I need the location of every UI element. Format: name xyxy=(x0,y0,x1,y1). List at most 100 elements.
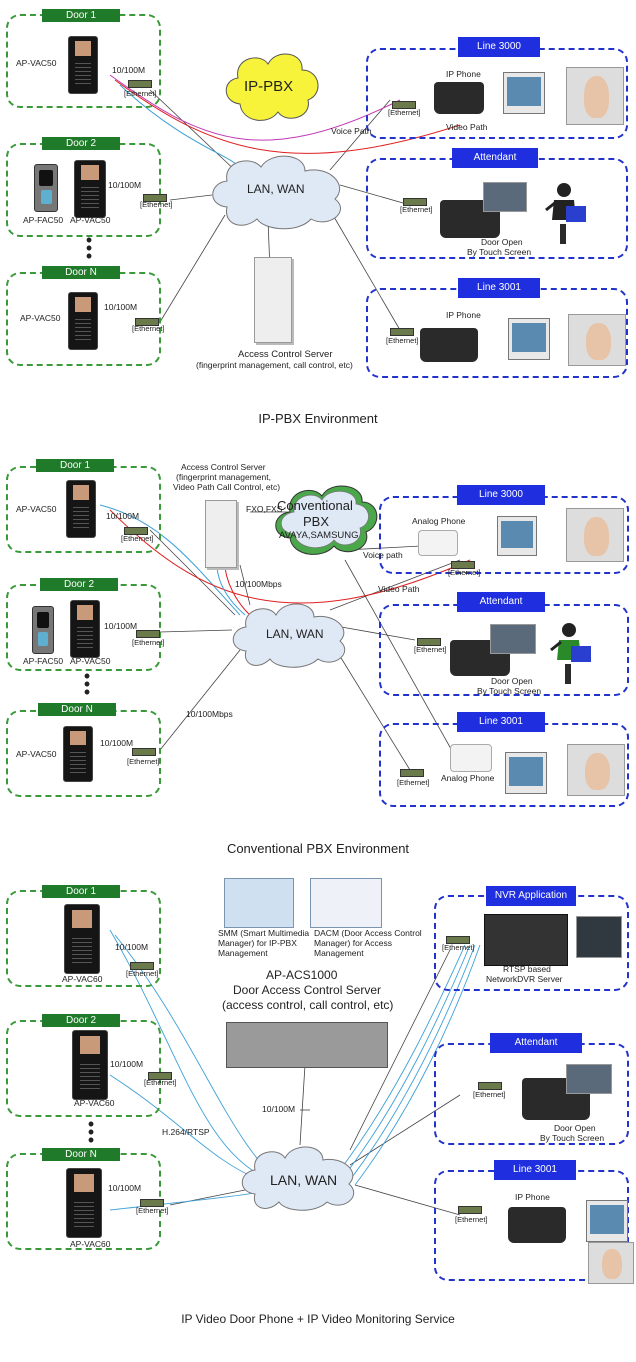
ethernet-label: [Ethernet] xyxy=(144,1078,177,1087)
ethernet-label: [Ethernet] xyxy=(473,1090,506,1099)
ip-phone-icon xyxy=(508,1207,566,1243)
attendant-person-icon xyxy=(540,180,590,248)
ethernet-label: [Ethernet] xyxy=(121,534,154,543)
fingerprint-reader xyxy=(32,606,54,654)
video-path-label: Video Path xyxy=(378,584,420,594)
ethernet-switch-icon xyxy=(128,80,152,88)
video-path-label: Video Path xyxy=(446,122,488,132)
ethernet-switch-icon xyxy=(478,1082,502,1090)
nvr-label-2: NetworkDVR Server xyxy=(486,974,563,984)
ethernet-label: [Ethernet] xyxy=(414,645,447,654)
video-screen xyxy=(568,314,626,366)
dacm-label-3: Management xyxy=(314,948,364,958)
ethernet-switch-icon xyxy=(135,318,159,326)
nvr-monitor xyxy=(576,916,622,958)
voice-path-label: Voice path xyxy=(363,550,403,560)
nvr-label-1: RTSP based xyxy=(503,964,551,974)
device-label: AP-VAC60 xyxy=(62,974,103,984)
video-screen xyxy=(566,67,624,125)
analog-phone-label: Analog Phone xyxy=(441,773,495,783)
smm-label-3: Management xyxy=(218,948,268,958)
access-terminal xyxy=(74,160,106,218)
h264-label: H.264/RTSP xyxy=(162,1127,210,1137)
section2-title: Conventional PBX Environment xyxy=(226,841,410,856)
ethernet-label: [Ethernet] xyxy=(136,1206,169,1215)
ethernet-label: [Ethernet] xyxy=(442,943,475,952)
device-label: AP-VAC50 xyxy=(16,58,57,68)
lan-wan-label: LAN, WAN xyxy=(270,1172,338,1188)
speed-label: 10/100M xyxy=(100,738,134,748)
access-control-server xyxy=(254,257,292,343)
ethernet-label: [Ethernet] xyxy=(124,89,157,98)
section1-title: IP-PBX Environment xyxy=(258,411,378,426)
speed-label: 10/100M xyxy=(108,180,142,190)
ethernet-switch-icon xyxy=(390,328,414,336)
ethernet-label: [Ethernet] xyxy=(388,108,421,117)
more-doors-dots: ••• xyxy=(83,666,91,702)
pc-icon xyxy=(497,516,537,556)
mbps-label-2: 10/100Mbps xyxy=(186,709,233,719)
touch-screen-label: By Touch Screen xyxy=(477,686,542,696)
ip-phone-icon xyxy=(434,82,484,114)
device-label: AP-VAC50 xyxy=(20,313,61,323)
line3000-tag: Line 3000 xyxy=(457,485,545,505)
video-screen xyxy=(566,508,624,562)
attendant-tag: Attendant xyxy=(490,1033,582,1053)
ethernet-switch-icon xyxy=(446,936,470,944)
ethernet-switch-icon xyxy=(148,1072,172,1080)
device-label: AP-VAC50 xyxy=(16,749,57,759)
analog-phone-label: Analog Phone xyxy=(412,516,466,526)
smm-label-2: Manager) for IP-PBX xyxy=(218,938,297,948)
door1-tag: Door 1 xyxy=(36,459,114,472)
ethernet-switch-icon xyxy=(400,769,424,777)
pbx-label-1: Conventional xyxy=(277,498,353,513)
ethernet-switch-icon xyxy=(140,1199,164,1207)
doorN-tag: Door N xyxy=(42,1148,120,1161)
ip-phone-label: IP Phone xyxy=(446,69,481,79)
ethernet-switch-icon xyxy=(132,748,156,756)
ethernet-switch-icon xyxy=(130,962,154,970)
ethernet-label: [Ethernet] xyxy=(127,757,160,766)
ethernet-label: [Ethernet] xyxy=(132,638,165,647)
acs-desc: Door Access Control Server xyxy=(233,983,382,997)
door2-tag: Door 2 xyxy=(40,578,118,591)
attendant-tag: Attendant xyxy=(457,592,545,612)
fac-label: AP-FAC50 xyxy=(23,656,64,666)
line3001-tag: Line 3001 xyxy=(457,712,545,732)
speed-label: 10/100M xyxy=(104,302,138,312)
door-open-label: Door Open xyxy=(481,237,523,247)
ethernet-label: [Ethernet] xyxy=(132,324,165,333)
device-label: AP-VAC50 xyxy=(70,656,111,666)
fac-label: AP-FAC50 xyxy=(23,215,64,225)
ethernet-switch-icon xyxy=(417,638,441,646)
ethernet-label: [Ethernet] xyxy=(448,568,481,577)
line3001-tag: Line 3001 xyxy=(494,1160,576,1180)
ethernet-switch-icon xyxy=(458,1206,482,1214)
lan-wan-cloud xyxy=(241,1146,355,1211)
touch-screen-label: By Touch Screen xyxy=(467,247,532,257)
dacm-screenshot xyxy=(310,878,382,928)
lan-wan-cloud xyxy=(212,155,341,230)
ethernet-switch-icon xyxy=(124,527,148,535)
analog-phone-icon xyxy=(418,530,458,556)
ethernet-switch-icon xyxy=(451,561,475,569)
device-label: AP-VAC50 xyxy=(70,215,111,225)
lan-wan-label: LAN, WAN xyxy=(247,182,305,196)
nvr-server-icon xyxy=(484,914,568,966)
ethernet-label: [Ethernet] xyxy=(126,969,159,978)
fingerprint-reader xyxy=(34,164,58,212)
pc-icon xyxy=(503,72,545,114)
more-doors-dots: ••• xyxy=(85,230,93,266)
access-terminal xyxy=(68,292,98,350)
doorN-tag: Door N xyxy=(38,703,116,716)
access-terminal xyxy=(63,726,93,782)
pc-icon xyxy=(586,1200,628,1242)
line3000-tag: Line 3000 xyxy=(458,37,540,57)
line3001-tag: Line 3001 xyxy=(458,278,540,298)
ethernet-switch-icon xyxy=(143,194,167,202)
video-screen xyxy=(567,744,625,796)
door2-tag: Door 2 xyxy=(42,137,120,150)
access-terminal xyxy=(68,36,98,94)
access-terminal xyxy=(66,1168,102,1238)
pbx-cloud xyxy=(275,485,378,555)
